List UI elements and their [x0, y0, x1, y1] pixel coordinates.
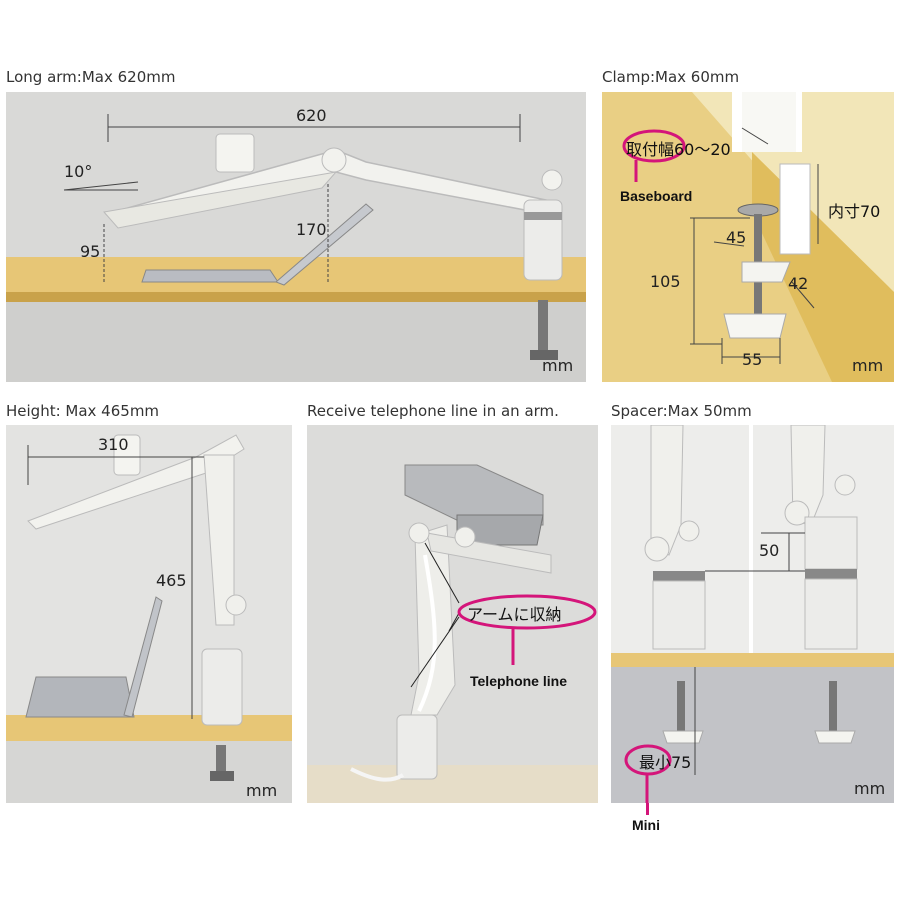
dim-620-label: 620: [296, 106, 327, 125]
dim-95-label: 95: [80, 242, 101, 261]
dim-170-label: 170: [296, 220, 327, 239]
mini-callout-line: [646, 803, 649, 815]
height-photo: 310 465 mm: [6, 425, 292, 803]
spacer-photo: 50 最小75 mm: [611, 425, 894, 803]
dim-465-label: 465: [156, 571, 187, 590]
unit-label: mm: [852, 356, 884, 375]
telephone-line-caption: Telephone line: [470, 673, 567, 689]
mini-caption: Mini: [632, 817, 660, 833]
baseboard-caption: Baseboard: [620, 188, 693, 204]
telephone-photo: アームに収納 Telephone line: [307, 425, 598, 803]
clamp-illustration: [622, 92, 894, 382]
dim-angle-label: 10°: [64, 162, 93, 181]
clamp-photo: 取付幅60～20 Baseboard 内寸70 45 105 42 55 mm: [602, 92, 894, 382]
dim-50-label: 50: [759, 541, 780, 560]
min-size-label: 最小75: [639, 753, 692, 772]
inner-size-label: 内寸70: [828, 202, 881, 221]
spacer-title: Spacer:Max 50mm: [611, 402, 752, 420]
arm-storage-label: アームに収納: [467, 605, 562, 624]
long-arm-photo: 620 10° 95 170 mm: [6, 92, 586, 382]
height-title: Height: Max 465mm: [6, 402, 160, 420]
telephone-illustration: [307, 464, 598, 803]
dim-105-label: 105: [650, 272, 681, 291]
spacer-illustration: [611, 425, 894, 803]
range-label: 取付幅60～20: [626, 140, 731, 159]
dim-42-label: 42: [788, 274, 809, 293]
unit-label: mm: [542, 356, 574, 375]
dim-55-label: 55: [742, 350, 763, 369]
long-arm-title: Long arm:Max 620mm: [6, 68, 176, 86]
long-arm-illustration: [6, 114, 586, 382]
clamp-title: Clamp:Max 60mm: [602, 68, 740, 86]
unit-label: mm: [246, 781, 278, 800]
dim-310-label: 310: [98, 435, 129, 454]
unit-label: mm: [854, 779, 886, 798]
height-illustration: [6, 434, 292, 803]
dim-45-label: 45: [726, 228, 747, 247]
telephone-title: Receive telephone line in an arm.: [307, 402, 559, 420]
